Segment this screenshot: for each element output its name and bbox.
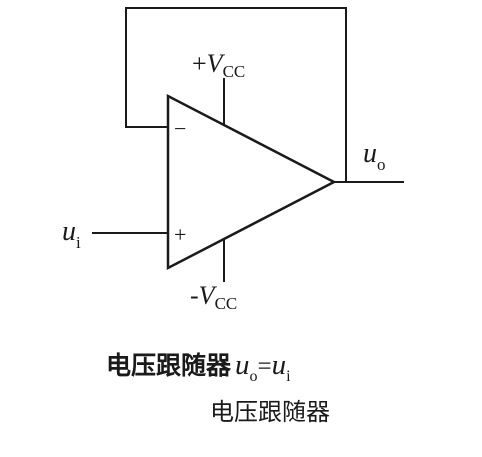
caption-title-text: 电压跟随器 <box>106 351 232 380</box>
input-label: ui <box>62 216 81 252</box>
positive-supply-sign: + <box>192 49 207 78</box>
output-label: uo <box>363 138 386 174</box>
negative-supply-symbol: V <box>199 281 218 310</box>
inverting-input-sign: − <box>174 116 186 141</box>
noninverting-input-sign: + <box>174 222 186 247</box>
positive-supply-subscript: CC <box>223 62 246 81</box>
input-label-symbol: u <box>62 216 76 247</box>
input-label-subscript: i <box>76 233 81 252</box>
caption-equals: = <box>258 353 272 380</box>
positive-supply-label: +VCC <box>192 49 245 81</box>
output-label-symbol: u <box>363 138 377 169</box>
negative-supply-sign: - <box>190 281 199 310</box>
opamp-triangle <box>166 93 337 271</box>
negative-supply-label: -VCC <box>190 281 237 313</box>
caption-rhs-subscript: i <box>286 368 291 385</box>
positive-supply-symbol: V <box>207 49 226 78</box>
caption-rhs-symbol: u <box>272 349 287 381</box>
caption-subtitle: 电压跟随器 <box>210 398 330 426</box>
feedback-wire <box>125 7 347 182</box>
caption-lhs-symbol: u <box>235 349 250 381</box>
output-label-subscript: o <box>377 155 386 174</box>
caption-lhs-subscript: o <box>250 368 258 385</box>
negative-supply-subscript: CC <box>215 294 238 313</box>
